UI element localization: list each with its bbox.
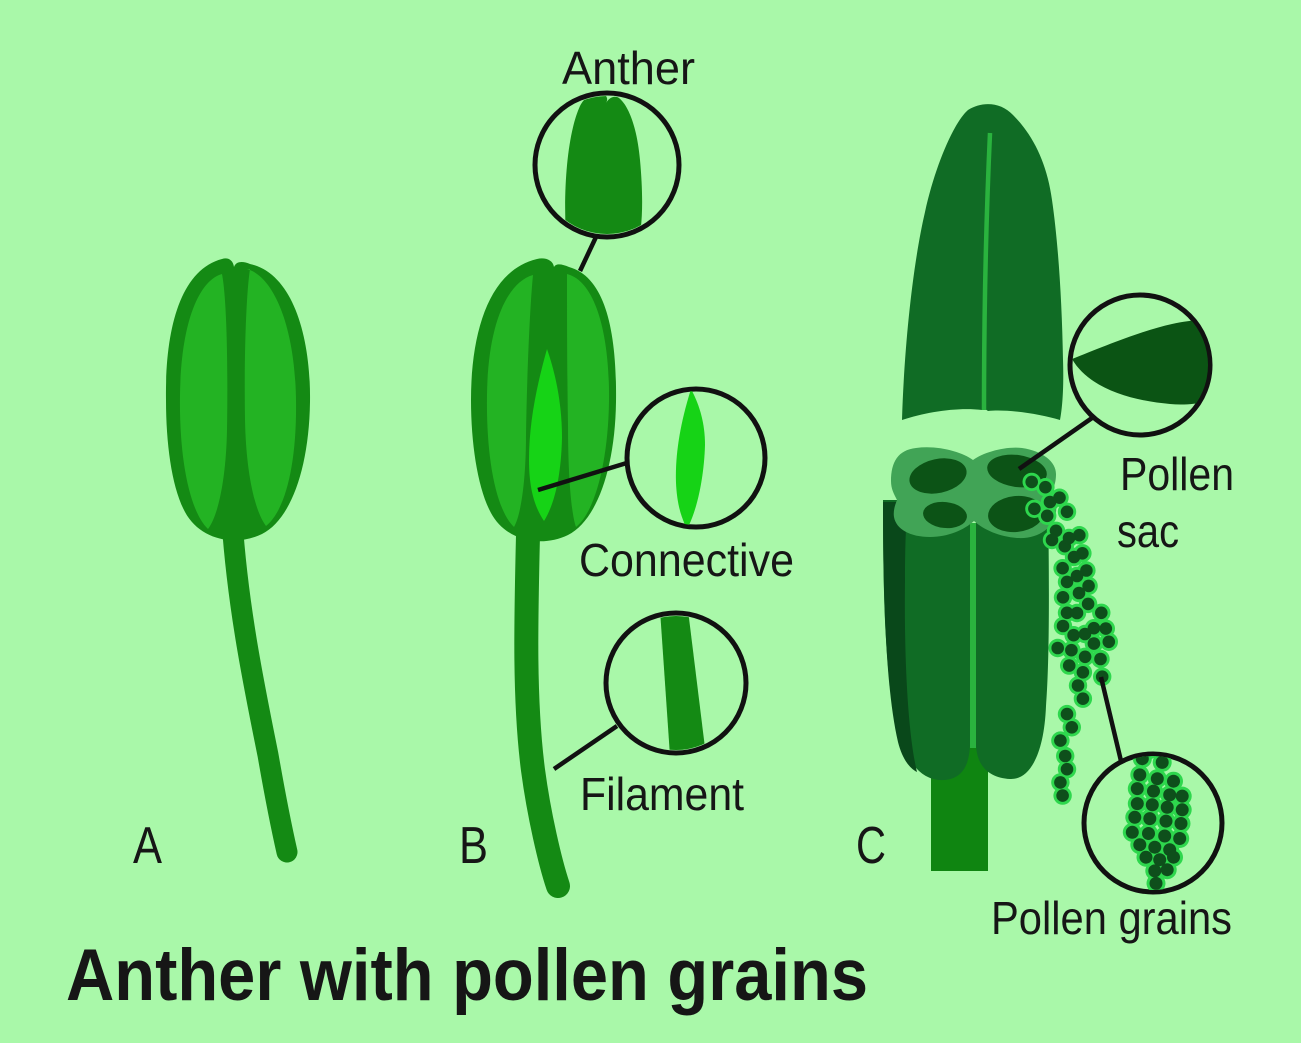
svg-text:sac: sac: [1117, 505, 1179, 557]
svg-text:A: A: [133, 817, 162, 875]
svg-text:Anther with pollen grains: Anther with pollen grains: [66, 935, 868, 1016]
svg-text:C: C: [856, 817, 886, 875]
svg-text:Anther: Anther: [562, 42, 695, 94]
svg-text:Pollen grains: Pollen grains: [991, 892, 1232, 944]
svg-text:Connective: Connective: [579, 534, 794, 586]
svg-text:Pollen: Pollen: [1120, 448, 1234, 500]
svg-text:B: B: [459, 817, 488, 875]
svg-text:Filament: Filament: [580, 768, 744, 820]
